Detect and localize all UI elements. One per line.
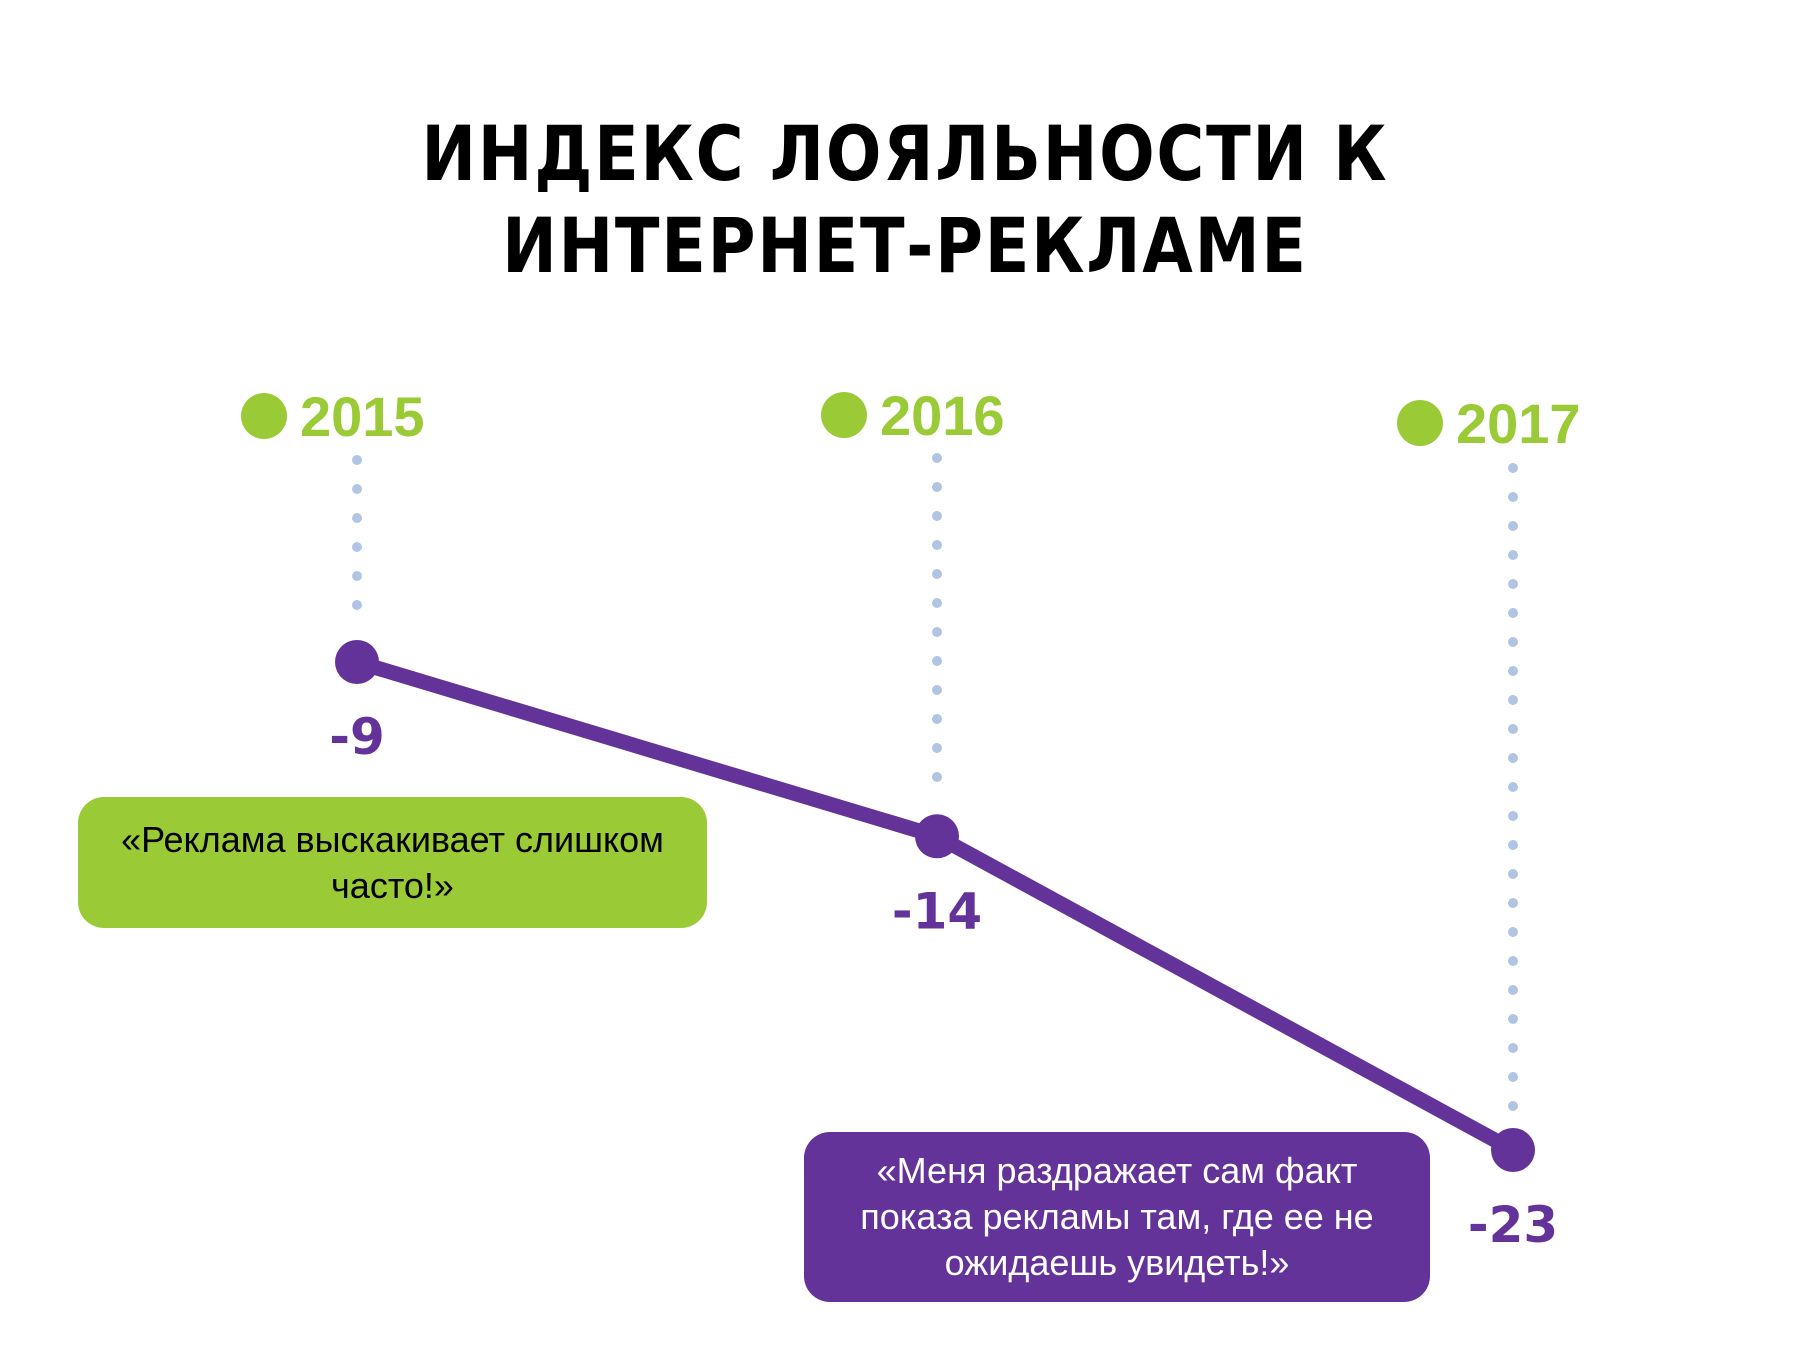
guide-dot	[1508, 608, 1518, 618]
guide-dot	[1508, 1072, 1518, 1082]
guide-dot	[932, 569, 942, 579]
quote-green-text: «Реклама выскакивает слишком часто!»	[121, 818, 664, 906]
data-point-2015	[335, 640, 379, 684]
year-marker-dot	[821, 392, 867, 438]
series-line-segment	[349, 654, 945, 844]
guide-dot	[352, 542, 362, 552]
quote-box-green: «Реклама выскакивает слишком часто!»	[78, 797, 707, 928]
guide-dot	[1508, 985, 1518, 995]
data-label-2015: -9	[329, 708, 385, 766]
guide-dot	[352, 513, 362, 523]
guide-dot	[352, 484, 362, 494]
guide-dot	[1508, 869, 1518, 879]
data-point-2017	[1491, 1128, 1535, 1172]
guide-dot	[352, 571, 362, 581]
guide-dot	[932, 482, 942, 492]
guide-dot	[1508, 637, 1518, 647]
guide-dot	[1508, 666, 1518, 676]
guide-dot	[1508, 753, 1518, 763]
guide-dot	[932, 627, 942, 637]
guide-dot	[932, 743, 942, 753]
guide-dot	[352, 600, 362, 610]
guide-dot	[932, 598, 942, 608]
guide-dot	[932, 685, 942, 695]
title-line-2: ИНТЕРНЕТ-РЕКЛАМЕ	[502, 201, 1308, 290]
guide-dot	[932, 453, 942, 463]
guide-dot	[932, 656, 942, 666]
guide-dot	[1508, 724, 1518, 734]
year-marker-dot	[1397, 400, 1443, 446]
guide-dot	[932, 714, 942, 724]
year-label-2016: 2016	[880, 384, 1005, 447]
guide-dot	[1508, 782, 1518, 792]
year-label-2017: 2017	[1456, 392, 1581, 455]
guide-dot	[1508, 695, 1518, 705]
data-label-2016: -14	[892, 882, 982, 940]
title-line-1: ИНДЕКС ЛОЯЛЬНОСТИ К	[421, 109, 1389, 198]
series-line-segment	[929, 828, 1521, 1158]
guide-dot	[932, 511, 942, 521]
data-point-2016	[915, 814, 959, 859]
guide-dot	[1508, 492, 1518, 502]
quote-purple-text: «Меня раздражает сам факт показа рекламы…	[860, 1150, 1374, 1283]
guide-dot	[1508, 811, 1518, 821]
guide-dot	[932, 540, 942, 550]
guide-dot	[1508, 927, 1518, 937]
guide-dot	[1508, 1014, 1518, 1024]
guide-dot	[1508, 1043, 1518, 1053]
data-label-2017: -23	[1468, 1196, 1558, 1254]
page-title: ИНДЕКС ЛОЯЛЬНОСТИ К ИНТЕРНЕТ-РЕКЛАМЕ	[131, 108, 1679, 292]
guide-dot	[1508, 550, 1518, 560]
guide-dot	[1508, 579, 1518, 589]
guide-dot	[1508, 898, 1518, 908]
guide-dot	[1508, 956, 1518, 966]
guide-dot	[1508, 840, 1518, 850]
guide-dot	[1508, 521, 1518, 531]
guide-dot	[1508, 1101, 1518, 1111]
year-label-2015: 2015	[300, 385, 425, 448]
quote-box-purple: «Меня раздражает сам факт показа рекламы…	[804, 1132, 1430, 1302]
year-marker-dot	[241, 393, 287, 439]
guide-dot	[1508, 463, 1518, 473]
guide-dot	[932, 772, 942, 782]
guide-dot	[352, 455, 362, 465]
